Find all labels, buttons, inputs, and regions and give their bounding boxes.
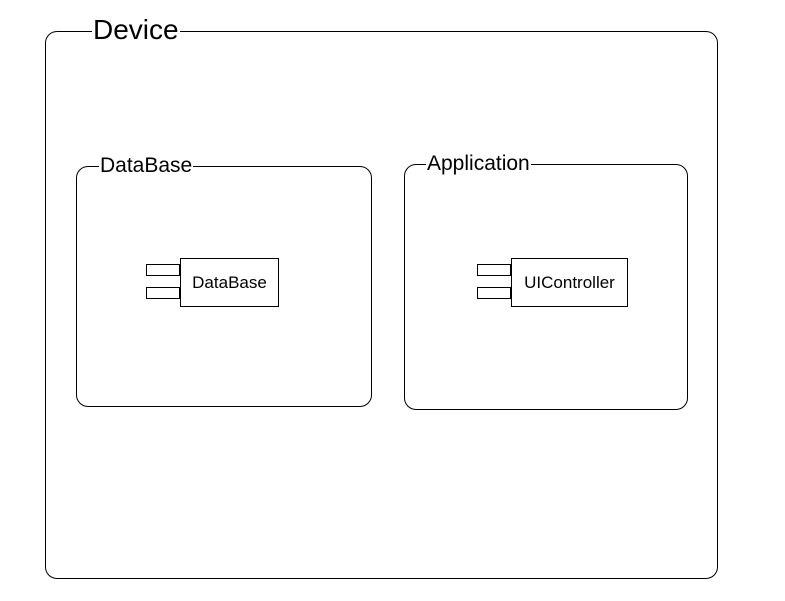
uicontroller-component-name: UIController bbox=[524, 272, 615, 292]
application-node bbox=[404, 164, 688, 410]
device-node-label: Device bbox=[92, 14, 180, 45]
database-component-port-top bbox=[146, 264, 180, 276]
device-node bbox=[45, 31, 718, 579]
database-node-label: DataBase bbox=[99, 154, 194, 177]
uicontroller-component-port-bottom bbox=[477, 287, 511, 299]
uicontroller-component: UIController bbox=[511, 258, 628, 307]
database-component-name: DataBase bbox=[192, 272, 267, 292]
database-node bbox=[76, 166, 372, 407]
application-node-label: Application bbox=[426, 152, 531, 175]
uicontroller-component-port-top bbox=[477, 264, 511, 276]
database-component-port-bottom bbox=[146, 287, 180, 299]
database-component: DataBase bbox=[180, 258, 279, 307]
